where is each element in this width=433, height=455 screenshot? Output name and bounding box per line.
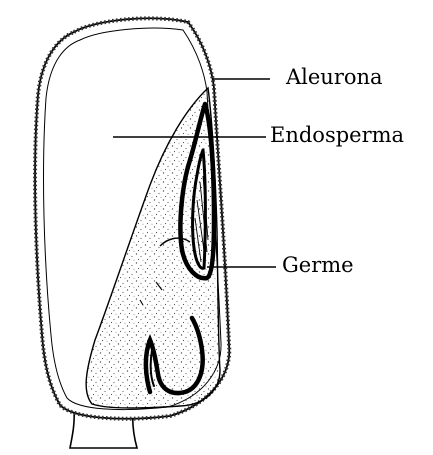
label-germe: Germe <box>282 253 354 277</box>
label-aleurona: Aleurona <box>285 65 383 89</box>
label-endosperma: Endosperma <box>270 123 404 147</box>
